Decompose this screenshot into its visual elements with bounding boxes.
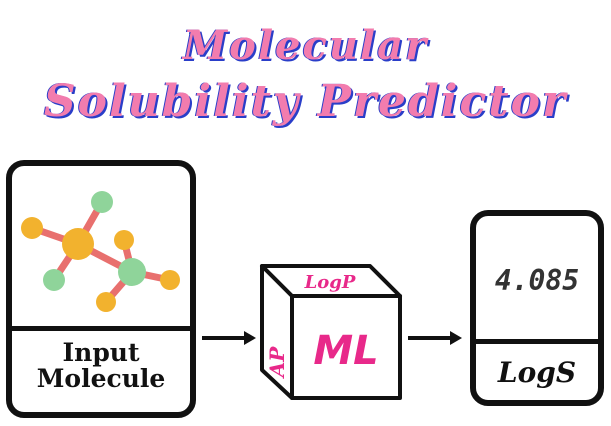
input-label-line-1: Input [62,338,140,367]
ml-model-cube [260,264,402,400]
input-molecule-label: Input Molecule [12,338,190,394]
logs-label: LogS [497,356,577,389]
molecule-icon [21,191,180,312]
arrow-model-to-output [408,331,462,345]
arrow-input-to-model [202,331,256,345]
cube-top-label: LogP [304,272,356,293]
input-label-line-2: Molecule [36,364,166,394]
title-line-1: Molecular [182,22,429,69]
output-logs-card: 4.085 LogS [470,210,604,406]
title-line-2: Solubility Predictor [43,76,568,127]
cube-side-label: AP [265,346,289,380]
cube-front-label: ML [313,328,378,374]
logs-value: 4.085 [494,264,580,297]
output-card-divider [476,339,598,344]
input-molecule-card: Input Molecule [6,160,196,418]
input-card-divider [12,326,190,331]
